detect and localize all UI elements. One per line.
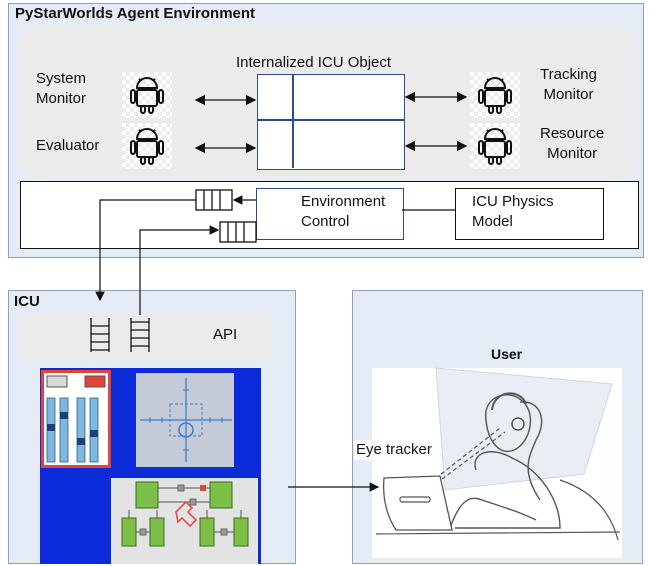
fuel-tanks — [121, 481, 249, 547]
light-warning — [84, 375, 106, 388]
android-robot-icon — [470, 123, 520, 169]
laptop — [382, 475, 453, 531]
eye-tracker-device — [399, 496, 431, 503]
headset-icon — [491, 392, 527, 411]
system-monitor-label: System Monitor — [36, 70, 87, 107]
resource-monitor-label: Resource Monitor — [540, 125, 605, 162]
icu-title: ICU — [14, 293, 40, 310]
internalized-object-divider-h — [258, 119, 404, 121]
android-robot-icon — [122, 72, 172, 118]
person-hair — [519, 401, 543, 501]
physics-model-label: ICU Physics Model — [472, 193, 554, 230]
desk-line — [375, 531, 621, 535]
downlink — [95, 199, 196, 302]
failure-arrow — [175, 500, 198, 528]
light-off — [46, 375, 68, 388]
agent-environment-title: PyStarWorlds Agent Environment — [15, 5, 256, 22]
tracking-monitor-label: Tracking Monitor — [540, 66, 597, 103]
environment-control-label: Environment Control — [301, 193, 386, 230]
physics-model-box — [455, 188, 604, 240]
person-head — [485, 394, 532, 453]
environment-control-box — [256, 188, 404, 240]
message-queue-icon — [195, 189, 233, 211]
internalized-object-label: Internalized ICU Object — [236, 54, 392, 71]
api-queue-icon — [90, 318, 110, 352]
internalized-object-divider-v — [292, 75, 294, 168]
internalized-object-box — [257, 74, 405, 170]
user-title: User — [491, 346, 523, 362]
android-robot-icon — [470, 72, 520, 118]
failed-pump — [200, 485, 206, 491]
api-label: API — [213, 326, 238, 343]
api-bar — [20, 313, 272, 360]
tracking-target — [178, 422, 194, 438]
android-robot-icon — [122, 123, 172, 169]
evaluator-label: Evaluator — [36, 137, 100, 154]
api-queue-icon — [130, 318, 150, 352]
pumps — [139, 484, 228, 536]
person-body — [455, 451, 561, 529]
message-queue-icon — [219, 221, 257, 243]
eye-tracker-label: Eye tracker — [354, 440, 434, 460]
uplink — [139, 225, 220, 315]
gauge-markers — [47, 412, 98, 445]
